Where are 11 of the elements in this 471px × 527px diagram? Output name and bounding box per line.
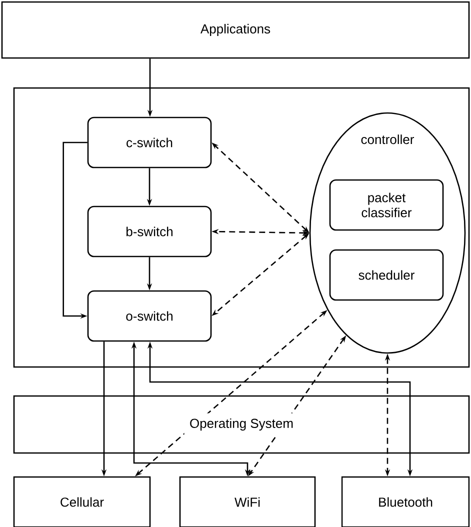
interface-box: Cellular	[13, 476, 151, 527]
interface-box: Bluetooth	[341, 476, 470, 527]
layer-label: Operating System	[190, 418, 293, 431]
module-box: scheduler	[329, 249, 444, 301]
layer-box: Applications	[1, 1, 470, 59]
switch-box: c-switch	[87, 116, 212, 168]
switch-box: b-switch	[87, 206, 212, 258]
module-box: packet classifier	[329, 179, 444, 231]
switch-box: o-switch	[87, 290, 212, 342]
interface-box: WiFi	[179, 476, 316, 527]
container-box	[13, 87, 470, 368]
